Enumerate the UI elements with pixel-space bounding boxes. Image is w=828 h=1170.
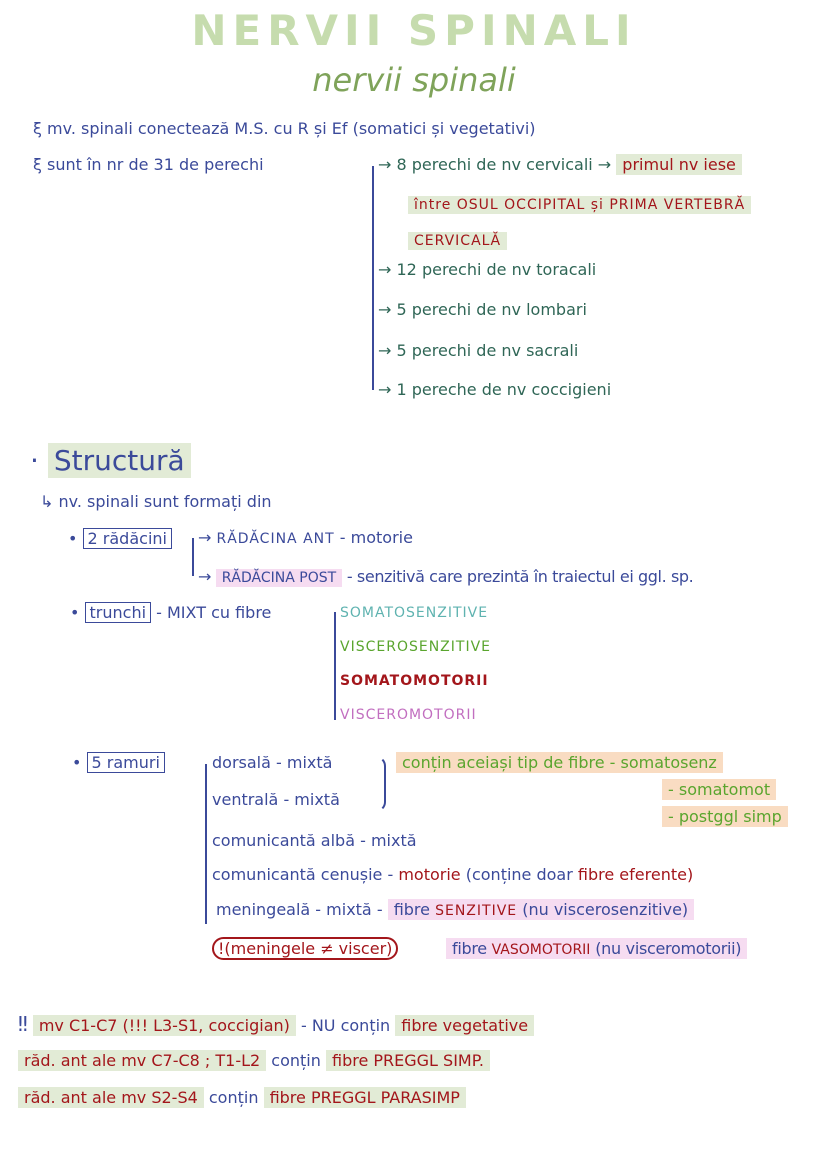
fiber-somatomotor: SOMATOMOTORII [340,673,489,689]
branch-white-ramus: comunicantă albă - mixtă [212,831,417,850]
pair-coccygeal: → 1 pereche de nv coccigieni [378,380,612,399]
intro-line-2: ξ sunt în nr de 31 de perechi [33,155,264,174]
page-title: NERVII SPINALI [191,6,637,55]
roots-label: • 2 rădăcini [68,528,172,550]
pair-lumbar: → 5 perechi de nv lombari [378,300,587,319]
brace-note-2: - somatomot [662,779,777,800]
fiber-somatosensory: SOMATOSENZITIVE [340,605,489,621]
page-title-script: nervii spinali [312,61,516,99]
pair-sacral: → 5 perechi de nv sacrali [378,341,579,360]
note-1: ‼ mv C1-C7 (!!! L3-S1, coccigian) - NU c… [18,1013,535,1037]
brace-note: conțin aceiași tip de fibre - somatosenz [396,752,723,773]
branches-label: • 5 ramuri [72,752,165,774]
vasomotor-note: fibre VASOMOTORII (nu visceromotorii) [446,938,748,961]
structure-intro: ↳ nv. spinali sunt formați din [40,492,272,511]
section-heading: · Structură [30,443,191,478]
branch-gray-ramus: comunicantă cenușie - motorie (conține d… [212,865,694,884]
note-2: răd. ant ale mv C7-C8 ; T1-L2 conțin fib… [18,1050,490,1072]
root-anterior: → RĂDĂCINA ANT - motorie [198,528,413,547]
intro-line-1: ξ mv. spinali conectează M.S. cu R și Ef… [33,119,536,138]
root-posterior: → RĂDĂCINA POST - senzitivă care prezint… [198,567,694,587]
branch-ventral: ventrală - mixtă [212,790,340,809]
meninges-warning: !(meningele ≠ viscer) [212,937,399,960]
brace [376,756,386,812]
fiber-viscerosensory: VISCEROSENZITIVE [340,639,491,655]
pairs-bracket [372,166,374,390]
cervical-note-3: CERVICALĂ [408,232,508,250]
pair-thoracic: → 12 perechi de nv toracali [378,260,597,279]
trunk-label: • trunchi - MIXT cu fibre [70,602,272,623]
branches-bracket [205,764,207,924]
brace-note-3: - postggl simp [662,806,788,827]
fiber-bracket [334,612,336,720]
branch-dorsal: dorsală - mixtă [212,753,333,772]
fiber-visceromotor: VISCEROMOTORII [340,707,477,723]
roots-bracket [192,538,194,576]
branch-meningeal: meningeală - mixtă - fibre SENZITIVE (nu… [216,899,695,922]
pair-cervical: → 8 perechi de nv cervicali → primul nv … [378,154,742,176]
note-3: răd. ant ale mv S2-S4 conțin fibre PREGG… [18,1087,466,1109]
cervical-note-2: între OSUL OCCIPITAL și PRIMA VERTEBRĂ [408,196,752,214]
